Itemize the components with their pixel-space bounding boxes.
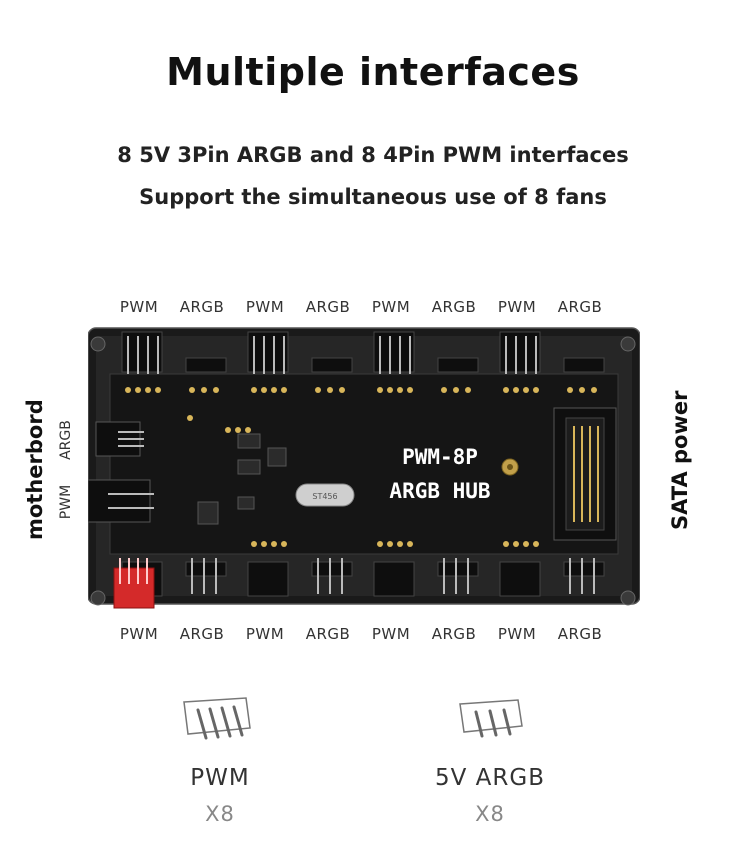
legend-pwm-name: PWM: [190, 765, 250, 791]
top-port-label: ARGB: [557, 298, 603, 316]
argb-connector-icon: [420, 690, 560, 750]
left-argb-label: ARGB: [58, 420, 74, 460]
top-port-label: ARGB: [179, 298, 225, 316]
motherboard-label: motherbord: [23, 399, 47, 540]
subtitle-interfaces: 8 5V 3Pin ARGB and 8 4Pin PWM interfaces: [117, 143, 629, 167]
sata-power-label: SATA power: [668, 390, 692, 530]
legend-argb-count: X8: [475, 802, 505, 826]
bottom-port-label: PWM: [497, 625, 537, 643]
top-port-label: ARGB: [431, 298, 477, 316]
bottom-port-label: PWM: [119, 625, 159, 643]
top-port-label: PWM: [371, 298, 411, 316]
page-title: Multiple interfaces: [166, 50, 580, 94]
top-port-label: ARGB: [305, 298, 351, 316]
bottom-port-label: ARGB: [305, 625, 351, 643]
board-name-text: ARGB HUB: [389, 479, 490, 503]
top-port-label: PWM: [119, 298, 159, 316]
top-port-label: PWM: [497, 298, 537, 316]
bottom-port-label: ARGB: [431, 625, 477, 643]
board-model-text: PWM-8P: [402, 445, 478, 469]
legend-pwm-count: X8: [205, 802, 235, 826]
subtitle-fans: Support the simultaneous use of 8 fans: [139, 185, 607, 209]
top-port-label: PWM: [245, 298, 285, 316]
legend-argb-name: 5V ARGB: [435, 765, 545, 791]
svg-text:ST456: ST456: [312, 492, 337, 501]
pwm-connector-icon: [150, 690, 290, 750]
bottom-port-label: ARGB: [179, 625, 225, 643]
bottom-port-label: PWM: [371, 625, 411, 643]
left-pwm-label: PWM: [58, 484, 74, 520]
argb-hub-board: ST456 PWM-8P ARGB HUB: [88, 327, 640, 609]
bottom-port-label: PWM: [245, 625, 285, 643]
bottom-port-label: ARGB: [557, 625, 603, 643]
